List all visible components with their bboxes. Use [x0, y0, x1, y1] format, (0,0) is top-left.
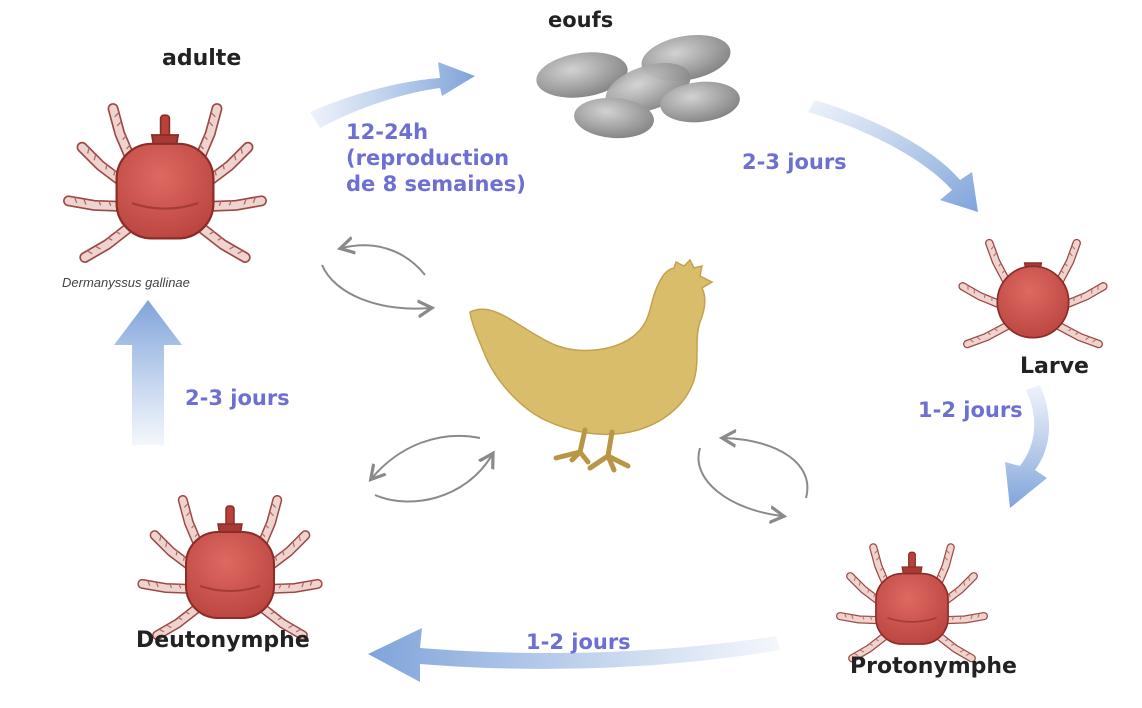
mite-adult — [68, 107, 262, 267]
stage-label-larva: Larve — [1020, 356, 1089, 378]
stage-label-adult: adulte — [162, 48, 241, 70]
duration-adult-to-eggs-line3: de 8 semaines) — [346, 172, 526, 196]
host-arrow-protonymph-to-hen — [724, 438, 807, 498]
duration-adult-to-eggs-line1: 12-24h — [346, 120, 428, 144]
host-arrow-adult-to-hen — [342, 245, 425, 275]
duration-deutonymph-to-adult: 2-3 jours — [185, 386, 290, 410]
cycle-arrow-adult-to-eggs — [310, 62, 475, 128]
mite-protonymph — [840, 546, 984, 665]
host-arrow-hen-to-adult — [322, 265, 430, 309]
eggs-icon — [533, 29, 741, 141]
stage-label-protonymph: Protonymphe — [850, 656, 1017, 678]
duration-adult-to-eggs-line2: (reproduction — [346, 146, 509, 170]
duration-protonymph-to-deutonymph: 1-2 jours — [526, 630, 631, 654]
duration-larva-to-protonymph: 1-2 jours — [918, 398, 1023, 422]
mite-larva — [961, 242, 1106, 353]
mite-deutonymph — [142, 499, 318, 644]
hen-icon — [470, 260, 712, 470]
stage-label-deutonymph: Deutonymphe — [136, 630, 310, 652]
duration-eggs-to-larva: 2-3 jours — [742, 150, 847, 174]
stage-label-eggs: eoufs — [548, 10, 613, 31]
species-name: Dermanyssus gallinae — [62, 275, 190, 290]
cycle-arrow-deutonymph-to-adult — [114, 300, 182, 445]
host-arrow-deutonymph-to-hen — [375, 455, 492, 502]
host-arrow-hen-to-deutonymph — [372, 436, 480, 478]
host-arrow-hen-to-protonymph — [698, 448, 782, 516]
